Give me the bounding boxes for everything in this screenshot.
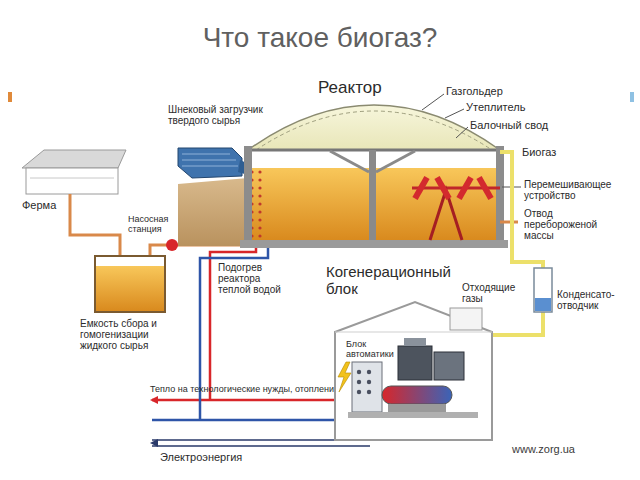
flow-label: Подогрев реактора теплой водой xyxy=(218,262,284,296)
watermark: www.zorg.ua xyxy=(512,443,622,455)
collection-tank xyxy=(95,256,165,312)
flow-label: Отходящие газы xyxy=(462,282,526,304)
corner-mark xyxy=(630,92,634,102)
part-label: Утеплитель xyxy=(466,101,556,113)
part-label: Газгольдер xyxy=(446,85,536,97)
reactor xyxy=(240,105,508,248)
outlet-pipe xyxy=(500,221,518,224)
page-title: Что такое биогаз? xyxy=(0,22,640,54)
part-label: Перемешивающее устройство xyxy=(524,179,620,201)
return-line xyxy=(152,248,336,420)
part-label: Блок автоматики xyxy=(346,339,402,359)
corner-mark xyxy=(8,92,12,102)
pump-symbol xyxy=(166,239,178,251)
cogeneration-house: Когенерационный блокБлок автоматики xyxy=(322,262,502,444)
flow-label: Электроэнергия xyxy=(160,451,280,463)
feed-pipe xyxy=(70,194,120,256)
part-label: Конденсато-отводчик xyxy=(557,289,631,311)
arrow-head xyxy=(150,396,158,404)
farm-building xyxy=(22,150,126,194)
condensate-trap xyxy=(534,268,552,312)
ground xyxy=(178,178,248,246)
part-label: Емкость сбора и гомогенизации жидкого сы… xyxy=(80,318,180,352)
part-label: Отвод перебороженой массы xyxy=(524,208,628,242)
part-label: Ферма xyxy=(22,199,72,211)
heat-line xyxy=(152,248,336,400)
block-heading: Когенерационный блок xyxy=(326,264,476,298)
part-label: Насосная станция xyxy=(128,214,180,234)
arrow-head xyxy=(150,439,158,447)
flow-label: Биогаз xyxy=(522,146,582,158)
part-label: Шнековый загрузчик твердого сырья xyxy=(168,104,296,126)
part-label: Реактор xyxy=(318,78,398,97)
part-label: Балочный свод xyxy=(470,119,570,131)
